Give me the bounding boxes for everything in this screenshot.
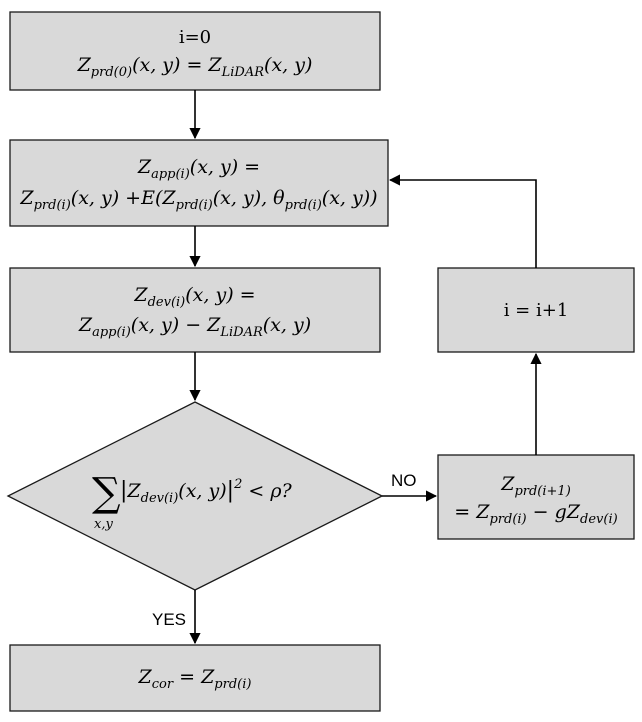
deviation-line2: Zapp(i)(x, y) − ZLiDAR(x, y) — [78, 314, 311, 340]
increment-box: i = i+1 — [437, 267, 635, 353]
deviation-line1: Zdev(i)(x, y) = — [133, 284, 255, 310]
sum-symbol: ∑ — [92, 470, 121, 516]
arrow-increment-to-approx — [388, 174, 537, 268]
decision-diamond: ∑ x,y |Zdev(i)(x, y)|2 < ρ? — [6, 401, 384, 591]
init-box: i=0 Zprd(0)(x, y) = ZLiDAR(x, y) — [9, 11, 381, 91]
result-box: Zcor = Zprd(i) — [9, 644, 381, 712]
yes-label: YES — [152, 610, 186, 629]
init-formula: Zprd(0)(x, y) = ZLiDAR(x, y) — [77, 54, 313, 80]
sum-index: x,y — [94, 517, 113, 532]
increment-text: i = i+1 — [504, 300, 569, 321]
init-line1: i=0 — [179, 27, 211, 48]
no-label: NO — [391, 471, 417, 490]
deviation-box: Zdev(i)(x, y) = Zapp(i)(x, y) − ZLiDAR(x… — [9, 267, 381, 353]
update-box: Zprd(i+1) = Zprd(i) − gZdev(i) — [437, 454, 635, 540]
approx-box: Zapp(i)(x, y) = Zprd(i)(x, y) +E(Zprd(i)… — [9, 139, 389, 227]
